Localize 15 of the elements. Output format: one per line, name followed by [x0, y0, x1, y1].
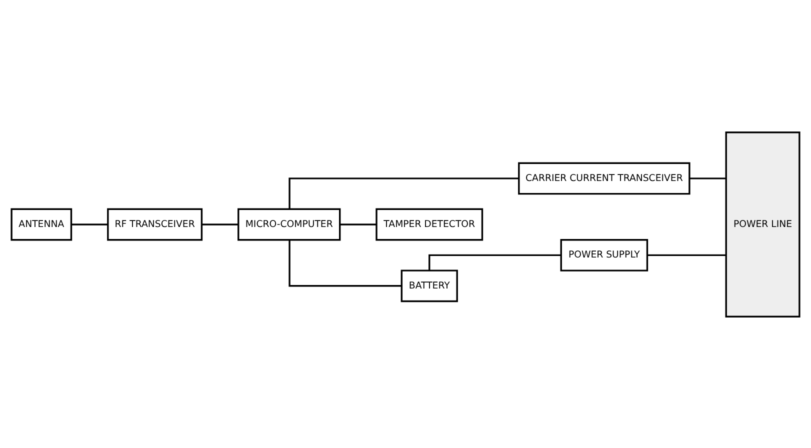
connector	[690, 177, 726, 179]
node-box: RF TRANSCEIVER	[107, 208, 203, 240]
node-box: POWER SUPPLY	[560, 238, 648, 271]
node-box: ANTENNA	[10, 208, 72, 240]
connector	[288, 177, 519, 208]
connector	[288, 240, 402, 286]
node-box: BATTERY	[400, 269, 458, 302]
connector	[202, 223, 238, 225]
node-box: CARRIER CURRENT TRANSCEIVER	[518, 162, 690, 194]
connector	[648, 254, 726, 256]
node-box: POWER LINE	[725, 131, 800, 317]
connector	[72, 223, 108, 225]
connector	[340, 223, 376, 225]
node-box: MICRO-COMPUTER	[238, 208, 341, 240]
node-box: TAMPER DETECTOR	[376, 208, 484, 240]
